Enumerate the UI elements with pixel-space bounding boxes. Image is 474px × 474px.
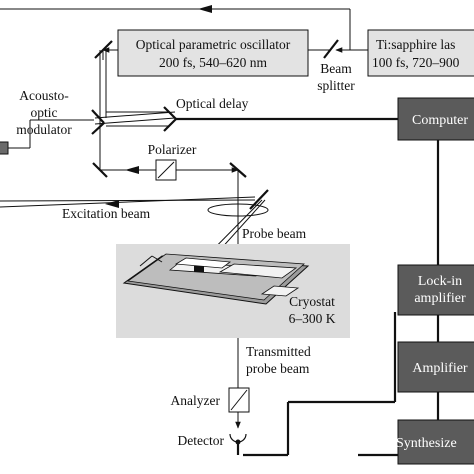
polarizer-label: Polarizer <box>148 142 197 157</box>
mirror-opo-left <box>94 40 113 59</box>
opo-specs: 200 fs, 540–620 nm <box>159 55 267 70</box>
lockin-label-1: Lock-in <box>418 274 462 289</box>
aom-label-1: Acousto- <box>19 88 69 103</box>
beam-splitter-label-2: splitter <box>317 78 355 93</box>
excitation-beam-line <box>0 196 256 208</box>
ti-specs: 100 fs, 720–900 <box>372 55 460 70</box>
transmitted-label-2: probe beam <box>246 361 310 376</box>
excitation-beam-label: Excitation beam <box>62 206 151 221</box>
cryostat-label-1: Cryostat <box>289 294 335 309</box>
optical-delay-label: Optical delay <box>176 96 249 111</box>
detector-label: Detector <box>178 433 225 448</box>
beam-splitter-label-1: Beam <box>320 61 352 76</box>
mirror-delay-right <box>163 106 177 120</box>
opo-box <box>117 29 309 77</box>
mirror-lower-left <box>92 162 108 178</box>
mirror-probe <box>229 162 247 178</box>
computer-box <box>397 97 474 141</box>
ti-title: Ti:sapphire las <box>376 37 455 52</box>
aom-label-3: modulator <box>16 122 72 137</box>
probe-beam-label: Probe beam <box>242 226 307 241</box>
synthesizer-label: Synthesize <box>396 436 457 451</box>
opo-title: Optical parametric oscillator <box>136 37 291 52</box>
synthesizer-box <box>397 419 474 465</box>
mirror-excitation <box>249 189 269 210</box>
cryostat-label-2: 6–300 K <box>289 311 336 326</box>
ti-sapphire-box <box>367 29 474 77</box>
transmitted-label-1: Transmitted <box>246 344 311 359</box>
mirror-beam-splitter <box>323 39 339 59</box>
aom-label-2: optic <box>31 105 58 120</box>
computer-label: Computer <box>412 113 468 128</box>
amplifier-box <box>397 341 474 393</box>
lockin-box <box>397 264 474 316</box>
analyzer-label: Analyzer <box>171 393 221 408</box>
amplifier-label: Amplifier <box>412 361 468 376</box>
excitation-focus-ellipse <box>207 203 269 217</box>
top-beam-arrow <box>198 5 212 13</box>
lockin-label-2: amplifier <box>414 291 466 306</box>
mirror-delay-left <box>91 109 105 124</box>
aom-icon <box>0 141 9 155</box>
